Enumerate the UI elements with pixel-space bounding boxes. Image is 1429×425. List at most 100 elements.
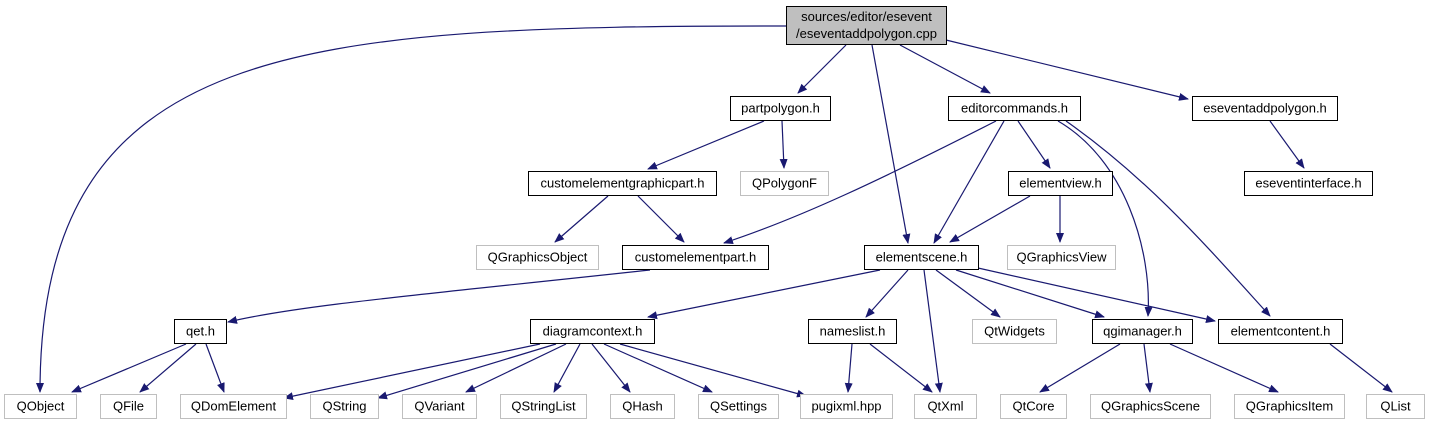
- node-diagramcontext[interactable]: diagramcontext.h: [530, 319, 655, 344]
- node-qet[interactable]: qet.h: [174, 319, 227, 344]
- node-QList[interactable]: QList: [1366, 394, 1425, 419]
- node-box: [972, 319, 1057, 344]
- node-box: [610, 394, 675, 419]
- node-label: QFile: [113, 399, 144, 414]
- node-QStringList[interactable]: QStringList: [500, 394, 587, 419]
- node-box: [1192, 96, 1338, 121]
- node-QGraphicsItem[interactable]: QGraphicsItem: [1234, 394, 1345, 419]
- node-nameslist[interactable]: nameslist.h: [808, 319, 897, 344]
- node-box: [698, 394, 779, 419]
- edge-editorcommands-to-elementcontent: [1065, 120, 1271, 317]
- node-editorcommands[interactable]: editorcommands.h: [948, 96, 1081, 121]
- node-label: eseventinterface.h: [1255, 176, 1361, 191]
- nodes-layer: sources/editor/esevent/eseventaddpolygon…: [4, 6, 1425, 419]
- edge-customelementgraphicpart-to-QGraphicsObject: [554, 195, 609, 243]
- node-QString[interactable]: QString: [310, 394, 379, 419]
- edge-diagramcontext-to-QSettings: [603, 343, 713, 393]
- edge-partpolygon-to-customelementgraphicpart: [647, 120, 765, 170]
- edge-diagramcontext-to-QDomElement: [283, 343, 541, 401]
- node-label: QList: [1380, 399, 1411, 414]
- node-box: [740, 171, 829, 196]
- node-label: nameslist.h: [820, 324, 886, 339]
- node-QGraphicsObject[interactable]: QGraphicsObject: [476, 245, 599, 270]
- node-QtWidgets[interactable]: QtWidgets: [972, 319, 1057, 344]
- edge-eseventaddpolygon-to-eseventinterface: [1269, 120, 1305, 169]
- node-label: QHash: [622, 399, 662, 414]
- node-label: diagramcontext.h: [543, 324, 643, 339]
- node-root: sources/editor/esevent/eseventaddpolygon…: [786, 6, 947, 45]
- node-label: QDomElement: [191, 399, 277, 414]
- node-elementcontent[interactable]: elementcontent.h: [1218, 319, 1343, 344]
- node-customelementpart[interactable]: customelementpart.h: [622, 245, 769, 270]
- edge-nameslist-to-pugixml: [844, 343, 853, 393]
- node-QGraphicsScene[interactable]: QGraphicsScene: [1090, 394, 1211, 419]
- node-box: [786, 6, 947, 45]
- node-box: [1007, 245, 1116, 270]
- edge-qet-to-QFile: [139, 343, 197, 393]
- node-box: [1000, 394, 1067, 419]
- node-label: editorcommands.h: [961, 101, 1068, 116]
- node-box: [622, 245, 769, 270]
- node-label: qgimanager.h: [1103, 324, 1182, 339]
- node-QFile[interactable]: QFile: [100, 394, 157, 419]
- edge-elementscene-to-nameslist: [865, 269, 909, 318]
- edge-root-to-eseventaddpolygon: [945, 39, 1189, 101]
- node-QVariant[interactable]: QVariant: [402, 394, 477, 419]
- node-QSettings[interactable]: QSettings: [698, 394, 779, 419]
- node-label: QtWidgets: [984, 324, 1045, 339]
- edge-diagramcontext-to-QVariant: [465, 343, 567, 393]
- node-label: QObject: [17, 399, 65, 414]
- node-label: sources/editor/esevent: [801, 9, 932, 24]
- node-QObject[interactable]: QObject: [4, 394, 77, 419]
- node-label: QGraphicsObject: [488, 250, 588, 265]
- edge-qet-to-QDomElement: [205, 343, 225, 393]
- node-label: QGraphicsView: [1016, 250, 1107, 265]
- node-box: [1234, 394, 1345, 419]
- edge-nameslist-to-QtXml: [869, 343, 933, 393]
- node-box: [174, 319, 227, 344]
- node-box: [180, 394, 287, 419]
- node-label: QVariant: [414, 399, 465, 414]
- edge-elementscene-to-elementcontent: [977, 267, 1216, 323]
- node-elementscene[interactable]: elementscene.h: [864, 245, 979, 270]
- node-QDomElement[interactable]: QDomElement: [180, 394, 287, 419]
- edge-customelementpart-to-qet: [227, 269, 651, 324]
- node-pugixml[interactable]: pugixml.hpp: [800, 394, 893, 419]
- node-label: pugixml.hpp: [811, 399, 881, 414]
- node-label: qet.h: [186, 324, 215, 339]
- edge-elementscene-to-QtWidgets: [935, 269, 1001, 318]
- edge-root-to-elementscene: [871, 44, 911, 244]
- node-QGraphicsView[interactable]: QGraphicsView: [1007, 245, 1116, 270]
- node-box: [100, 394, 157, 419]
- node-box: [310, 394, 379, 419]
- node-label: partpolygon.h: [741, 101, 820, 116]
- edge-elementscene-to-QtXml: [923, 269, 943, 393]
- edge-qgimanager-to-QGraphicsScene: [1143, 343, 1153, 393]
- node-eseventaddpolygon[interactable]: eseventaddpolygon.h: [1192, 96, 1338, 121]
- node-box: [1008, 171, 1113, 196]
- node-qgimanager[interactable]: qgimanager.h: [1092, 319, 1193, 344]
- node-box: [1092, 319, 1193, 344]
- node-box: [528, 171, 717, 196]
- edge-qgimanager-to-QtCore: [1039, 343, 1121, 393]
- node-eseventinterface[interactable]: eseventinterface.h: [1244, 171, 1373, 196]
- node-label: QPolygonF: [752, 176, 817, 191]
- node-QHash[interactable]: QHash: [610, 394, 675, 419]
- node-elementview[interactable]: elementview.h: [1008, 171, 1113, 196]
- node-box: [1218, 319, 1343, 344]
- node-label: elementscene.h: [876, 250, 968, 265]
- node-label: QtXml: [927, 399, 963, 414]
- node-QtCore[interactable]: QtCore: [1000, 394, 1067, 419]
- node-label: elementcontent.h: [1231, 324, 1331, 339]
- node-label: customelementgraphicpart.h: [540, 176, 704, 191]
- node-QPolygonF[interactable]: QPolygonF: [740, 171, 829, 196]
- node-QtXml[interactable]: QtXml: [914, 394, 977, 419]
- node-label: QStringList: [511, 399, 576, 414]
- edge-elementscene-to-diagramcontext: [647, 269, 881, 320]
- edge-customelementgraphicpart-to-customelementpart: [637, 195, 685, 243]
- edge-root-to-partpolygon: [797, 44, 847, 94]
- node-customelementgraphicpart[interactable]: customelementgraphicpart.h: [528, 171, 717, 196]
- node-partpolygon[interactable]: partpolygon.h: [730, 96, 831, 121]
- edge-diagramcontext-to-QHash: [591, 343, 631, 393]
